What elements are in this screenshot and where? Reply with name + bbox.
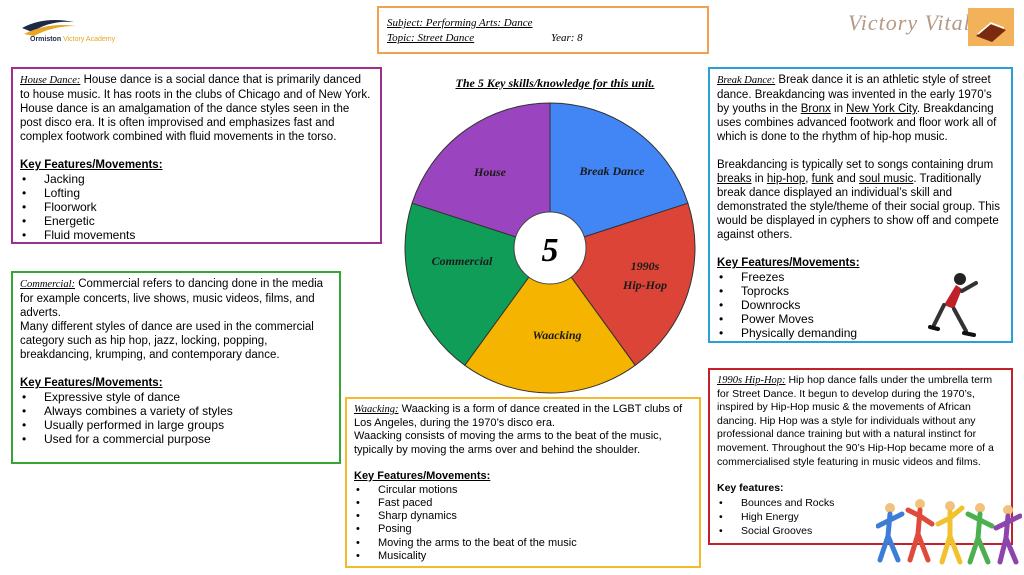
wheel-title: The 5 Key skills/knowledge for this unit…	[455, 76, 655, 90]
break-dance-description: Break dance it is an athletic style of s…	[717, 74, 992, 115]
list-item: Power Moves	[717, 312, 1004, 326]
waacking-key-features-heading: Key Features/Movements:	[354, 470, 491, 482]
list-item: Always combines a variety of styles	[20, 404, 332, 418]
hip-hop-description: Hip hop dance falls under the umbrella t…	[717, 374, 994, 468]
commercial-description-2: Many different styles of dance are used …	[20, 321, 314, 361]
breaks-link[interactable]: breaks	[717, 173, 752, 185]
text-fragment: . Breakdancing uses combines advanced fo…	[717, 103, 997, 143]
list-item: High Energy	[717, 510, 1004, 524]
commercial-key-features-heading: Key Features/Movements:	[20, 377, 163, 389]
academy-logo: Ormiston Victory Academy	[14, 10, 134, 50]
house-title: House Dance:	[20, 75, 81, 86]
new-york-city-link[interactable]: New York City	[846, 103, 917, 115]
dancers-illustration	[876, 499, 1022, 565]
logo-swoosh-icon	[22, 20, 76, 36]
topic-line: Topic: Street Dance	[387, 32, 475, 44]
list-item: Downrocks	[717, 298, 1004, 312]
list-item: Moving the arms to the beat of the music	[354, 537, 692, 551]
list-item: Fast paced	[354, 497, 692, 511]
segment-label-waacking: Waacking	[532, 328, 581, 342]
text-fragment: ,	[805, 173, 809, 185]
bronx-link[interactable]: Bronx	[800, 103, 831, 115]
segment-label-hip-hop: Hip-Hop	[622, 278, 667, 292]
list-item: Bounces and Rocks	[717, 496, 1004, 510]
list-item: Jacking	[20, 172, 373, 186]
list-item: Lofting	[20, 186, 373, 200]
list-item: Freezes	[717, 270, 1004, 284]
wheel-segment-house	[411, 102, 551, 249]
list-item: Floorwork	[20, 200, 373, 214]
hip-hop-key-features-heading: Key features:	[717, 482, 784, 495]
text-fragment: in	[834, 103, 843, 115]
waacking-description-2: Waacking consists of moving the arms to …	[354, 430, 662, 456]
waacking-features-list: Circular motions Fast paced Sharp dynami…	[354, 484, 692, 564]
list-item: Sharp dynamics	[354, 510, 692, 524]
house-dance-box: House Dance: House dance is a social dan…	[11, 67, 382, 244]
brand-logo: Victory Vital 5	[848, 4, 1018, 48]
segment-label-1990s: 1990s	[631, 259, 660, 273]
break-dance-key-features-heading: Key Features/Movements:	[717, 257, 860, 269]
hip-hop-features-list: Bounces and Rocks High Energy Social Gro…	[717, 496, 1004, 538]
house-features-list: Jacking Lofting Floorwork Energetic Flui…	[20, 172, 373, 242]
breakdancer-image	[928, 273, 978, 337]
wheel-segment-waacking	[464, 247, 636, 394]
list-item: Usually performed in large groups	[20, 418, 332, 432]
hip-hop-title: 1990s Hip-Hop:	[717, 375, 786, 386]
segment-label-house: House	[473, 165, 507, 179]
waacking-title: Waacking:	[354, 404, 399, 415]
subject-box: Subject: Performing Arts: Dance Topic: S…	[377, 6, 709, 54]
book-icon	[968, 8, 1014, 46]
wheel-center-number: 5	[542, 232, 559, 269]
house-description: House dance is a social dance that is pr…	[20, 74, 371, 143]
text-fragment: in	[754, 173, 764, 185]
subject-line: Subject: Performing Arts: Dance	[387, 17, 533, 29]
commercial-features-list: Expressive style of dance Always combine…	[20, 390, 332, 446]
waacking-box: Waacking: Waacking is a form of dance cr…	[345, 397, 701, 568]
commercial-box: Commercial: Commercial refers to dancing…	[11, 271, 341, 464]
text-fragment: . Traditionally break dance displayed an…	[717, 173, 1000, 241]
logo-text: Ormiston	[30, 36, 62, 43]
break-dance-title: Break Dance:	[717, 75, 776, 86]
list-item: Posing	[354, 523, 692, 537]
commercial-title: Commercial:	[20, 279, 76, 290]
text-fragment: and	[836, 173, 856, 185]
segment-label-break-dance: Break Dance	[579, 164, 646, 178]
list-item: Physically demanding	[717, 326, 1004, 340]
break-dance-features-list: Freezes Toprocks Downrocks Power Moves P…	[717, 270, 1004, 340]
hip-hop-link[interactable]: hip-hop	[766, 173, 806, 185]
list-item: Musicality	[354, 550, 692, 564]
soul-music-link[interactable]: soul music	[859, 173, 914, 185]
hip-hop-box: 1990s Hip-Hop: Hip hop dance falls under…	[708, 368, 1013, 545]
wheel-center-circle	[513, 211, 587, 285]
commercial-description: Commercial refers to dancing done in the…	[20, 278, 324, 319]
brand-text: Victory Vital 5	[848, 10, 990, 35]
list-item: Social Grooves	[717, 524, 1004, 538]
funk-link[interactable]: funk	[811, 173, 834, 185]
list-item: Toprocks	[717, 284, 1004, 298]
skills-wheel: 5 Break Dance House Commercial Waacking …	[404, 102, 696, 394]
list-item: Fluid movements	[20, 228, 373, 242]
list-item: Expressive style of dance	[20, 390, 332, 404]
segment-label-commercial: Commercial	[432, 254, 493, 268]
list-item: Energetic	[20, 214, 373, 228]
year-line: Year: 8	[551, 32, 583, 44]
list-item: Circular motions	[354, 484, 692, 498]
house-key-features-heading: Key Features/Movements:	[20, 159, 163, 171]
wheel-segment-break-dance	[549, 102, 689, 249]
text-fragment: Breakdancing is typically set to songs c…	[717, 159, 994, 171]
logo-text-accent: Victory Academy	[63, 36, 116, 43]
break-dance-box: Break Dance: Break dance it is an athlet…	[708, 67, 1013, 343]
waacking-description: Waacking is a form of dance created in t…	[354, 403, 683, 429]
list-item: Used for a commercial purpose	[20, 432, 332, 446]
